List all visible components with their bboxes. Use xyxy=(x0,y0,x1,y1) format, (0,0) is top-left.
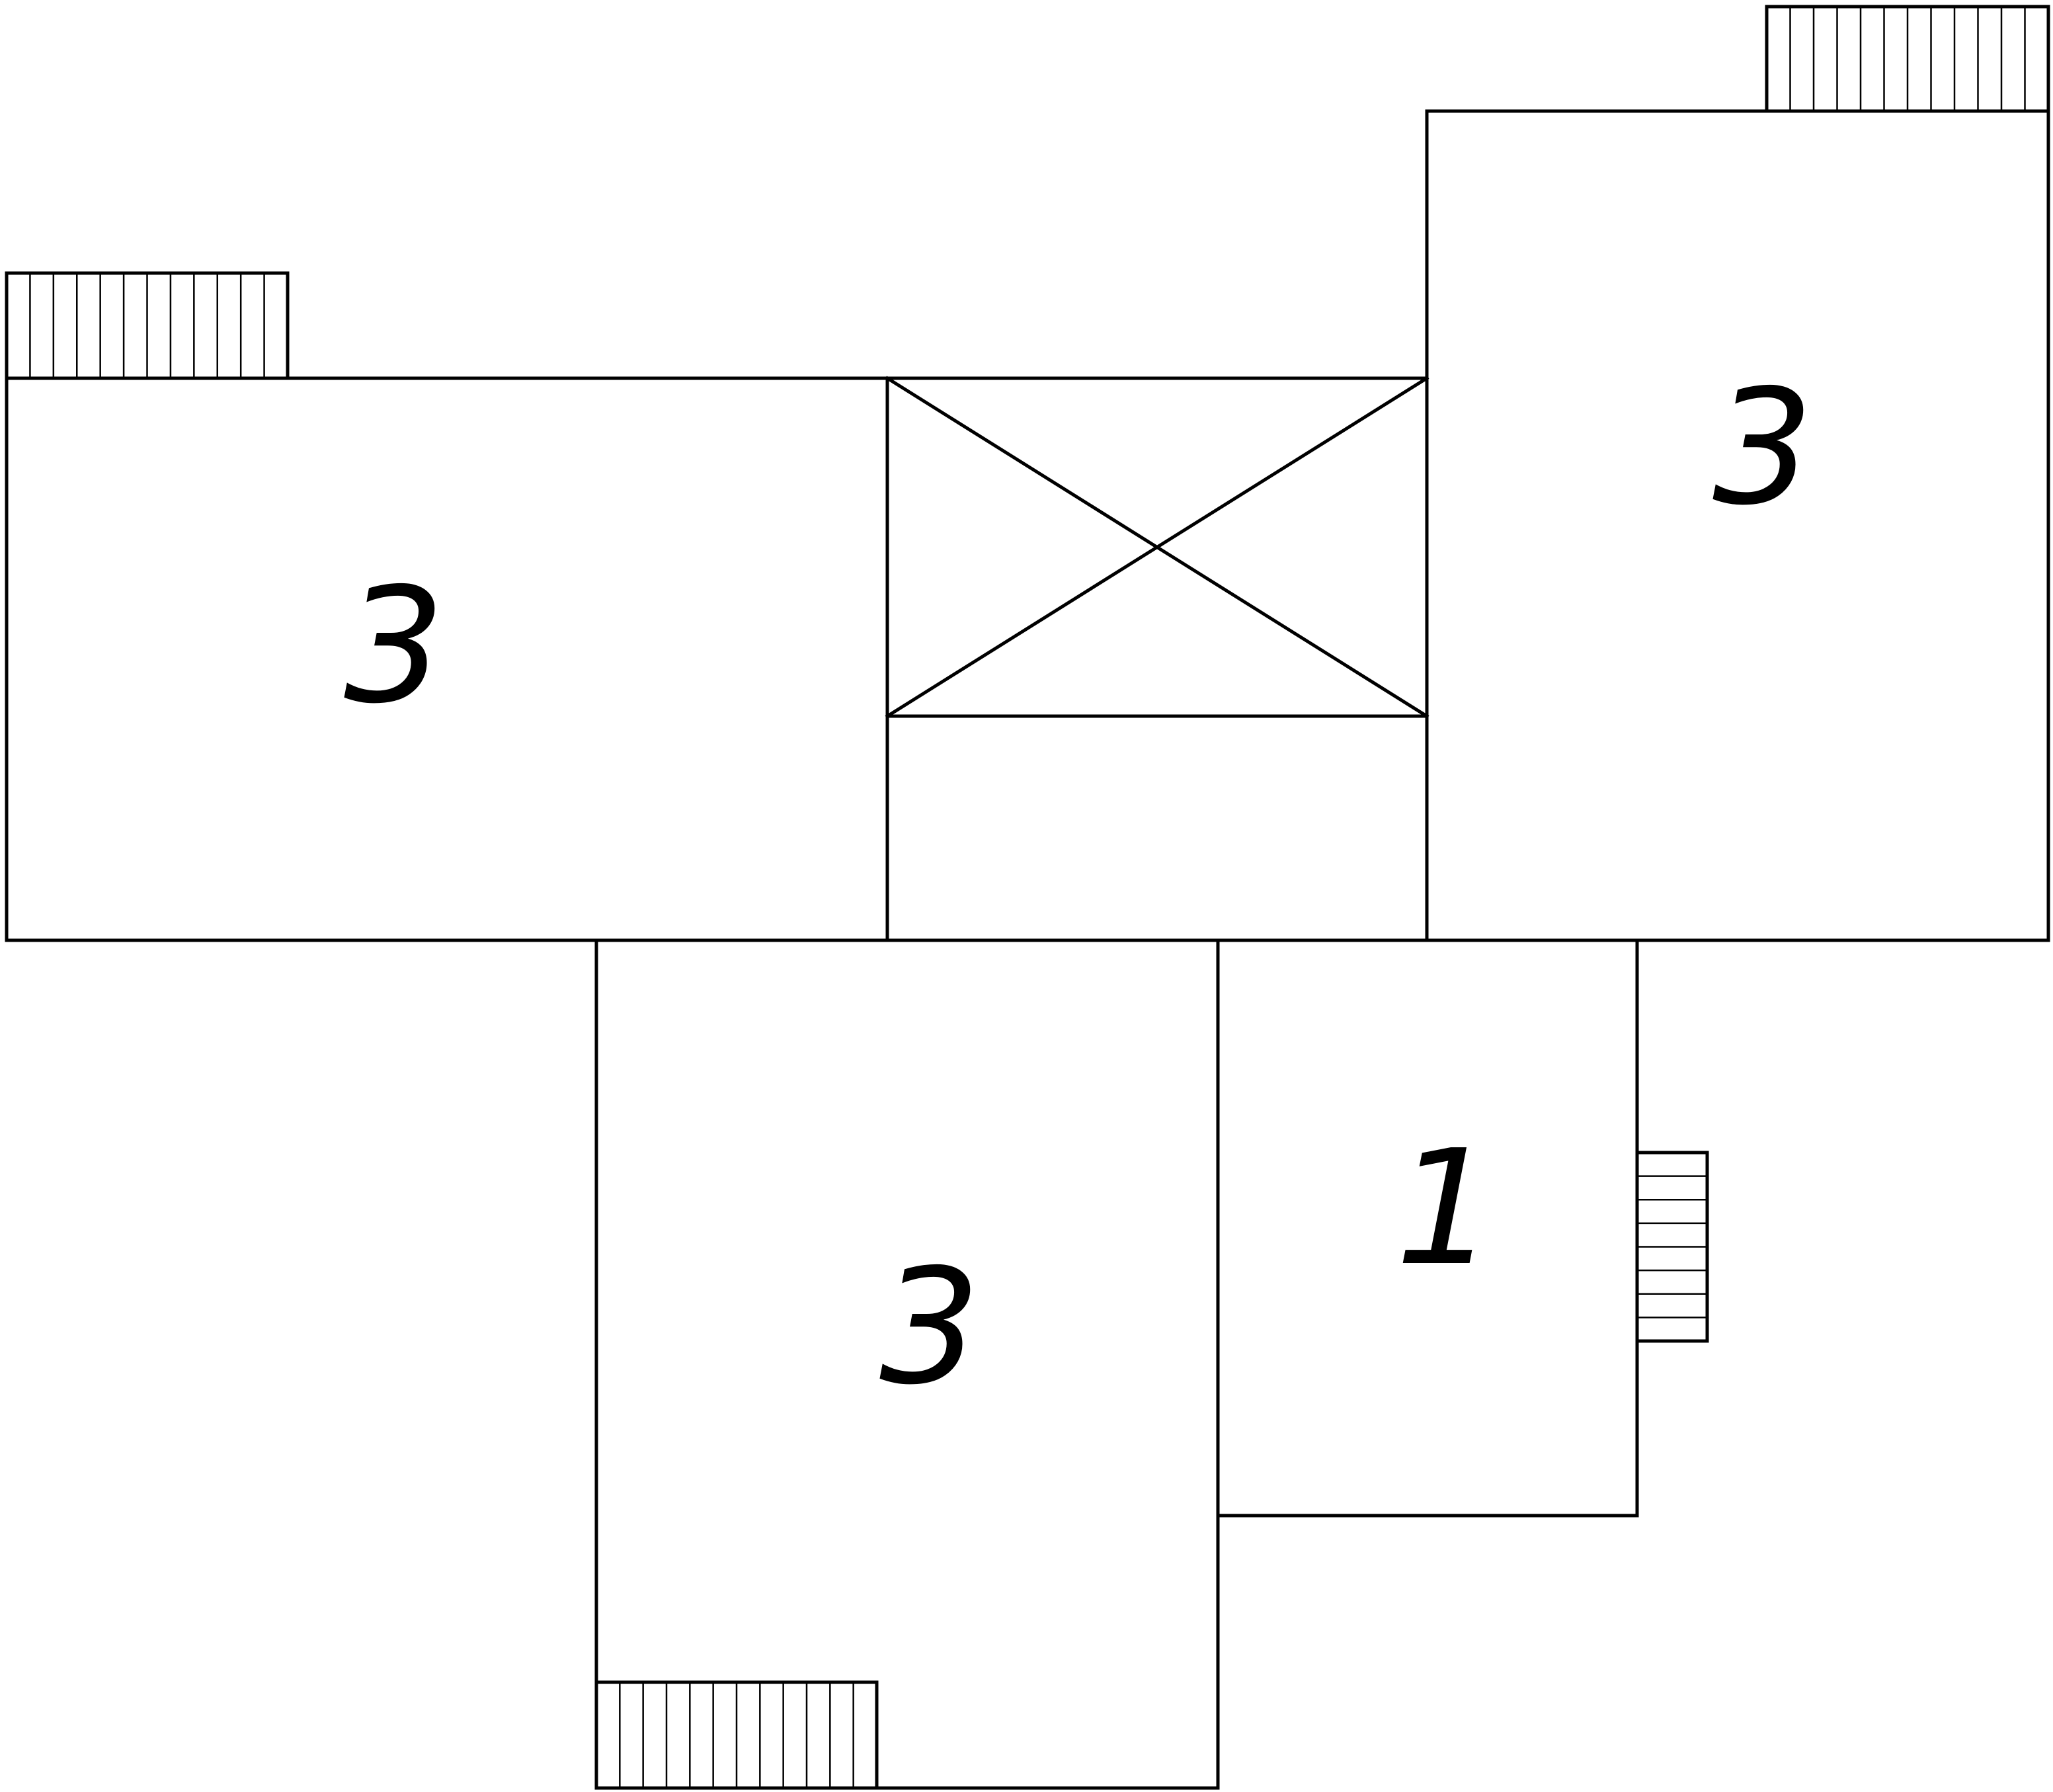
stair-core xyxy=(885,376,1429,942)
hatch-left-top xyxy=(5,271,290,380)
stair-core-cross-b xyxy=(885,376,1429,719)
label-block-left-top: 3 xyxy=(344,553,445,739)
hatch-bottom-right xyxy=(1635,1151,1709,1343)
stair-core-outline xyxy=(885,376,1429,942)
hatch-right-top xyxy=(1765,5,2050,113)
hatch-bottom-middle xyxy=(594,1680,879,1790)
label-block-right-top: 3 xyxy=(1712,355,1814,540)
label-block-bottom-right: 1 xyxy=(1395,1116,1496,1301)
block-left-top xyxy=(5,376,889,942)
block-right-top xyxy=(1425,109,2050,942)
label-block-bottom-middle: 3 xyxy=(879,1235,981,1420)
